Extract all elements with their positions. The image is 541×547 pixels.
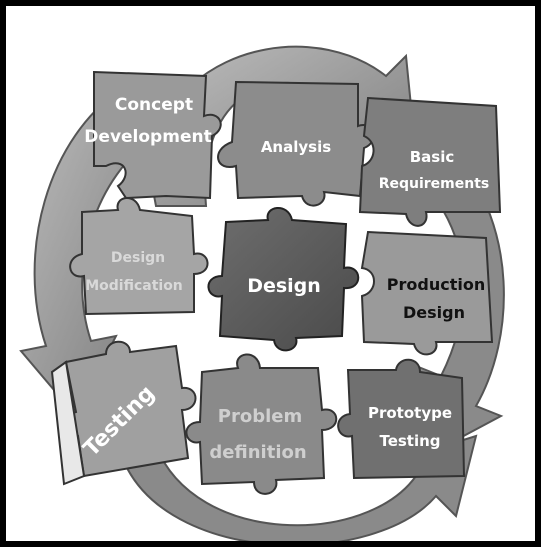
prototype-testing-line1: Prototype: [368, 404, 452, 422]
piece-testing: Testing: [50, 340, 197, 486]
arrow-left-loop: [19, 84, 158, 418]
piece-basic-requirements: Basic Requirements: [358, 96, 502, 227]
arrow-bottom-loop: [124, 434, 478, 541]
piece-design-modification: Design Modification: [69, 197, 209, 316]
prototype-testing-line2: Testing: [379, 432, 440, 450]
piece-analysis: Analysis: [217, 80, 375, 207]
concept-development-line2: Development: [84, 127, 211, 147]
problem-definition-line2: definition: [209, 442, 306, 463]
concept-development-line1: Concept: [115, 95, 193, 115]
analysis-label: Analysis: [261, 138, 331, 156]
design-modification-line1: Design: [111, 250, 165, 266]
design-label: Design: [247, 275, 321, 297]
puzzle-cycle-diagram: Concept Development Analysis Basic Requi…: [19, 45, 505, 541]
basic-requirements-line2: Requirements: [379, 176, 490, 192]
problem-definition-line1: Problem: [218, 406, 302, 427]
piece-concept-development: Concept Development: [84, 70, 222, 200]
production-design-line2: Design: [403, 303, 465, 322]
design-modification-line2: Modification: [85, 278, 183, 294]
piece-prototype-testing: Prototype Testing: [337, 358, 466, 480]
basic-requirements-line1: Basic: [410, 148, 455, 166]
production-design-line1: Production: [387, 275, 485, 294]
piece-design: Design: [207, 207, 360, 352]
piece-production-design: Production Design: [360, 230, 494, 356]
piece-problem-definition: Problem definition: [185, 353, 338, 495]
